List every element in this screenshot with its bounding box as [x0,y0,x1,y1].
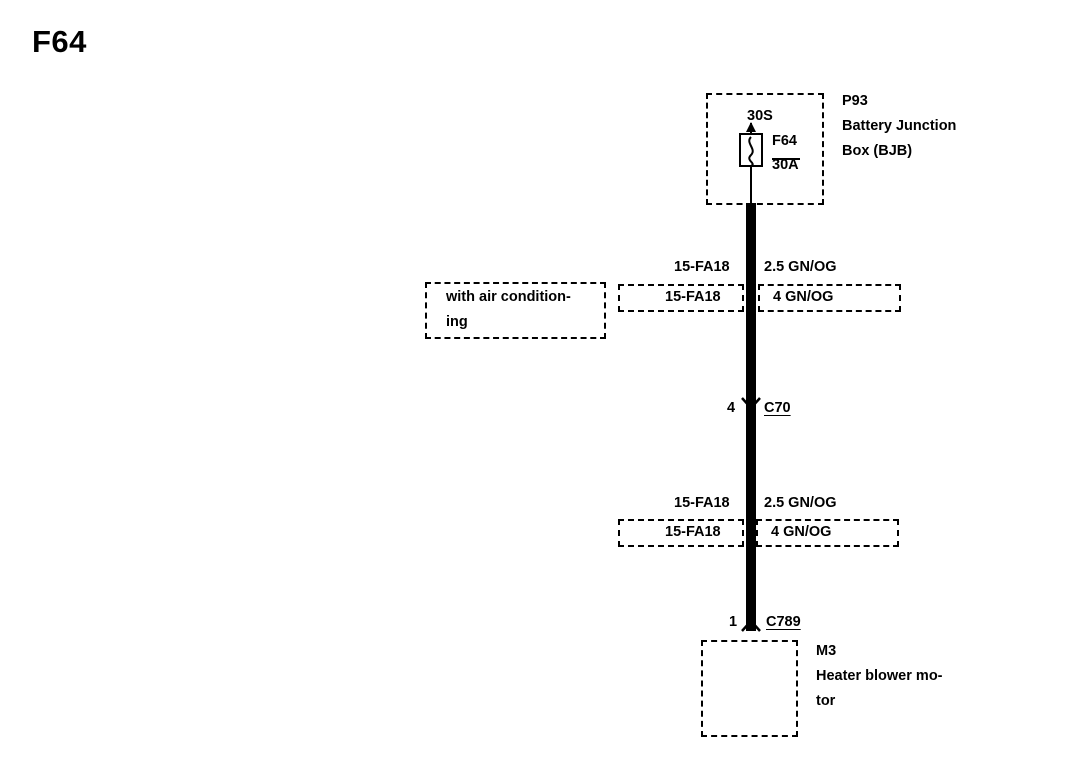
lower-wire-spec: 2.5 GN/OG [764,495,837,511]
fuse-id: F64 [772,133,797,149]
lower-alt-circuit-box [618,519,744,547]
connector-c70-symbol [741,397,761,409]
main-wire [746,203,756,631]
page-title: F64 [32,24,87,59]
c789-id: C789 [766,614,801,630]
c789-pin: 1 [729,614,738,630]
junction-box-outline [706,93,824,205]
upper-alt-spec: 4 GN/OG [773,289,834,305]
motor-name-line2: tor [816,693,836,709]
upper-alt-spec-box [758,284,901,312]
upper-circuit: 15-FA18 [674,259,730,275]
terminal-label: 30S [747,108,773,124]
motor-name-line1: Heater blower mo- [816,668,943,684]
c70-pin: 4 [727,400,736,416]
lower-circuit: 15-FA18 [674,495,730,511]
lower-alt-spec: 4 GN/OG [771,524,832,540]
lower-alt-circuit: 15-FA18 [665,524,721,540]
fuse-rating: 30A [772,157,799,173]
variant-note-line1: with air condition- [446,289,571,305]
junction-box-name-line2: Box (BJB) [842,143,913,159]
upper-wire-spec: 2.5 GN/OG [764,259,837,275]
upper-alt-circuit-box [618,284,744,312]
junction-box-name-line1: Battery Junction [842,118,957,134]
motor-id: M3 [816,643,837,659]
variant-note-line2: ing [446,314,468,330]
c70-id: C70 [764,400,791,416]
motor-outline [701,640,798,737]
upper-alt-circuit: 15-FA18 [665,289,721,305]
junction-box-id: P93 [842,93,868,109]
variant-note-box [425,282,606,339]
connector-c789-symbol [741,620,761,632]
fuse-symbol [739,122,800,203]
lower-alt-spec-box [756,519,899,547]
